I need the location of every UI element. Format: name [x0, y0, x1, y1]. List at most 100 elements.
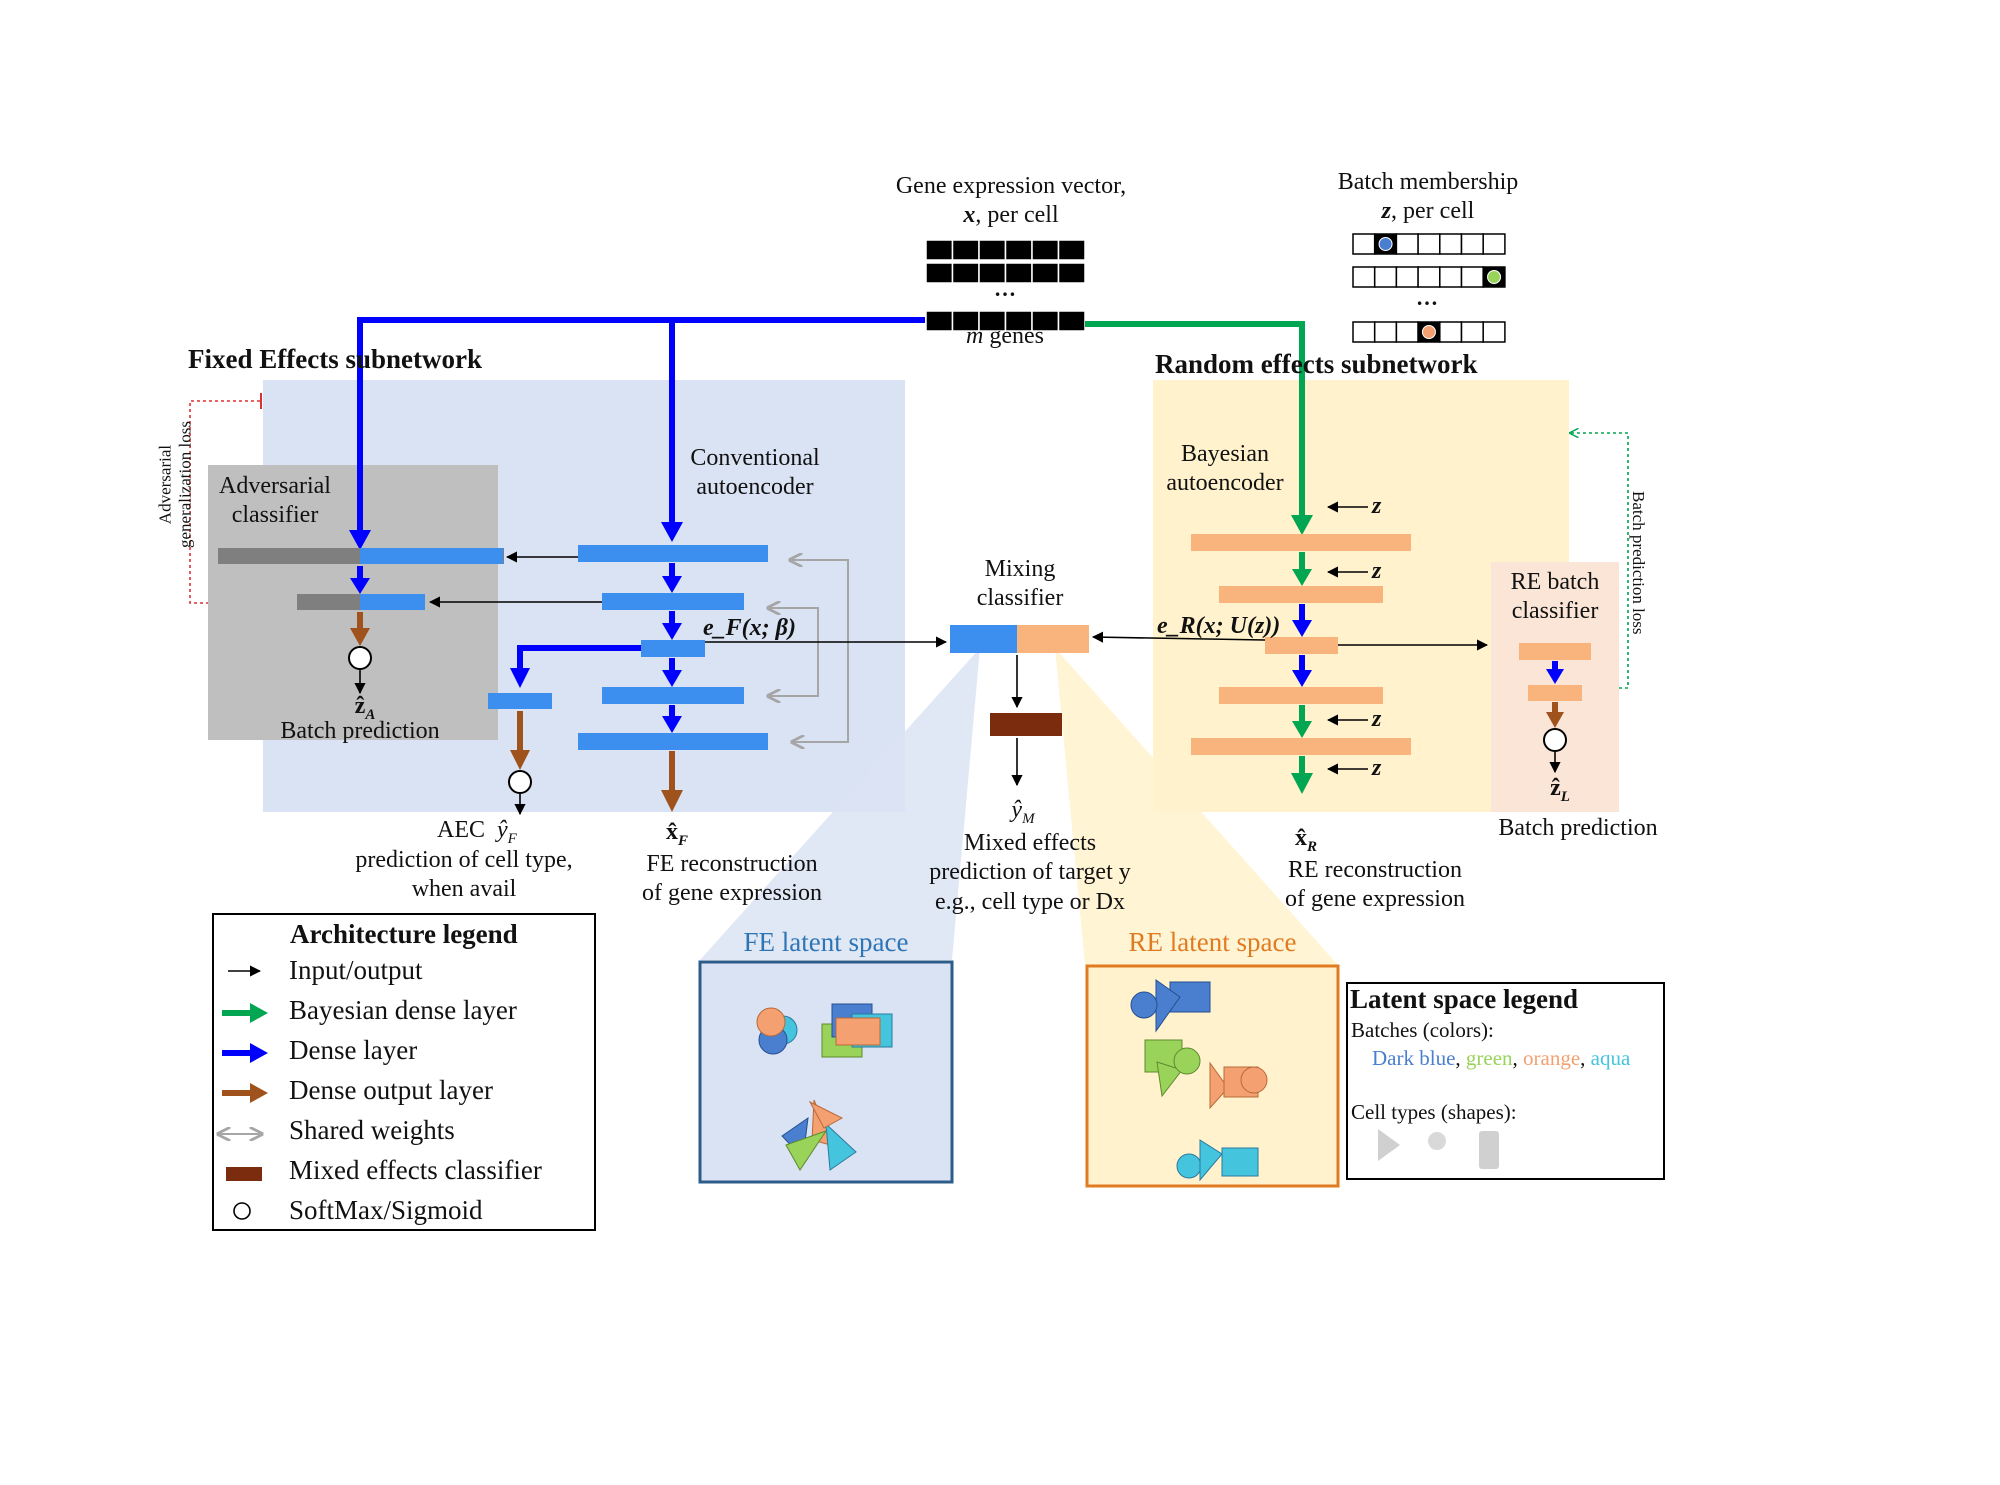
legend-item-dense-output: Dense output layer	[289, 1075, 493, 1105]
z-input-label: z	[1372, 706, 1382, 732]
aec-layer	[488, 693, 552, 709]
bayesian-arrowhead	[1291, 515, 1313, 535]
latent-legend-box	[1346, 982, 1665, 1180]
batch-loss-label: Batch prediction loss	[1628, 491, 1648, 635]
gene-ellipsis: …	[994, 276, 1016, 301]
batch-color-dark-blue: Dark blue	[1372, 1046, 1456, 1070]
output-arrowhead	[510, 750, 530, 770]
aec-label: AEC	[437, 817, 485, 843]
dense-arrowhead	[350, 578, 370, 594]
output-arrowhead	[1546, 712, 1564, 728]
batch-cell	[1460, 233, 1484, 255]
mixing-re-half	[1017, 625, 1089, 653]
gene-footer-var: m	[966, 323, 984, 349]
gene-title-var: x	[963, 202, 976, 229]
fe-subnetwork-title: Fixed Effects subnetwork	[188, 344, 482, 374]
orange-triangle-icon	[1209, 1061, 1229, 1110]
bayesian-autoencoder-line1: Bayesian	[1181, 441, 1269, 467]
brown-rectangle-icon	[226, 1167, 262, 1181]
gene-footer-text: genes	[983, 323, 1044, 349]
re-subnetwork-title: Random effects subnetwork	[1155, 349, 1478, 379]
batch-membership-title: Batch membership z, per cell	[1318, 168, 1538, 227]
gene-cell	[1031, 262, 1060, 284]
adversarial-classifier-line2: classifier	[231, 502, 319, 529]
batch-color-separator: ,	[1580, 1046, 1591, 1070]
dense-arrowhead	[349, 530, 371, 550]
mixed-desc-line3: e.g., cell type or Dx	[935, 888, 1125, 915]
fe-batch-prediction: Batch prediction	[280, 718, 440, 744]
mixed-output-symbol: ŷ	[1011, 797, 1023, 823]
gene-expression-matrix	[925, 239, 1086, 332]
gene-row	[925, 262, 1086, 284]
batch-dot-icon	[1421, 325, 1436, 339]
batch-dot-icon	[1378, 237, 1393, 251]
batch-color-separator: ,	[1512, 1046, 1524, 1070]
orange-circle-icon	[1240, 1066, 1268, 1094]
re-zoom-wedge	[1055, 648, 1338, 965]
batch-membership-vectors	[1352, 233, 1506, 343]
z-input-label: z	[1372, 493, 1382, 519]
brown-arrowhead-icon	[250, 1083, 268, 1103]
gene-cell	[951, 239, 980, 261]
batch-cell	[1417, 266, 1441, 288]
batch-row	[1352, 266, 1506, 288]
softmax-circle-icon	[508, 770, 532, 794]
io-arrow	[1091, 631, 1266, 643]
batch-title-var: z	[1381, 198, 1392, 225]
re-batch-layer-2	[1528, 685, 1582, 701]
batch-cell	[1395, 266, 1419, 288]
aec-description: prediction of cell type, when avail	[344, 846, 584, 905]
architecture-legend-box	[212, 913, 596, 1231]
batch-output-a: ẑA	[345, 692, 385, 724]
gene-cell	[1004, 239, 1033, 261]
batch-output-l-symbol: ẑ	[1550, 775, 1561, 801]
legend-item-shared-weights: Shared weights	[289, 1115, 455, 1145]
re-latent-title: RE latent space	[1128, 927, 1297, 957]
aec-output-symbol: ŷ	[497, 817, 508, 843]
fe-recon-line2: of gene expression	[642, 880, 822, 907]
mixed-desc-line1: Mixed effects	[963, 830, 1097, 856]
gene-cell	[925, 262, 954, 284]
adversarial-loss-line1: Adversarial	[155, 444, 175, 525]
re-latent-label: e_R(x; U(z))	[1157, 613, 1281, 639]
dense-arrowhead	[510, 668, 530, 688]
dense-arrowheads	[662, 576, 682, 733]
re-recon-symbol: x̂R	[1286, 824, 1326, 856]
adversarial-classifier-label: Adversarial classifier	[205, 472, 345, 531]
mixing-title-line2: classifier	[976, 585, 1064, 612]
legend-item-input-output: Input/output	[289, 955, 423, 985]
aec-dense-line	[517, 645, 641, 672]
batch-cell	[1395, 321, 1419, 343]
conventional-autoencoder-line1: Conventional	[690, 445, 820, 471]
fe-recon-x: x̂	[665, 819, 678, 845]
fe-zoom-wedge	[700, 648, 980, 960]
batch-cell	[1352, 233, 1376, 255]
batch-cell	[1373, 321, 1398, 343]
z-input-label: z	[1372, 755, 1382, 781]
batch-dot-icon	[1487, 270, 1502, 284]
aec-desc-line1: prediction of cell type,	[355, 847, 573, 873]
green-triangle-icon	[1156, 1061, 1183, 1098]
batch-title-line2: , per cell	[1391, 198, 1475, 225]
adversarial-loss-bracket	[189, 400, 260, 604]
mixed-effects-classifier-layer	[990, 713, 1062, 736]
fe-recon-line1: FE reconstruction	[646, 851, 818, 877]
aqua-triangle-icon	[1199, 1139, 1223, 1182]
legend-icons	[218, 965, 268, 1220]
batch-cell	[1460, 266, 1484, 288]
batch-cell	[1482, 321, 1506, 343]
orange-rect-icon	[835, 1017, 881, 1046]
softmax-circle-icon	[1543, 728, 1567, 752]
output-arrowhead	[661, 790, 683, 812]
re-autoencoder-layers	[1191, 534, 1411, 755]
adversarial-loss-label: Adversarial generalization loss	[155, 375, 194, 595]
re-recon-x: x̂	[1294, 825, 1307, 851]
batch-cell	[1352, 266, 1376, 288]
batch-cell	[1373, 266, 1398, 288]
batch-cell	[1482, 233, 1506, 255]
re-batch-prediction: Batch prediction	[1498, 815, 1658, 841]
mixed-output-description: Mixed effects prediction of target y e.g…	[910, 829, 1150, 917]
batch-row	[1352, 321, 1506, 343]
